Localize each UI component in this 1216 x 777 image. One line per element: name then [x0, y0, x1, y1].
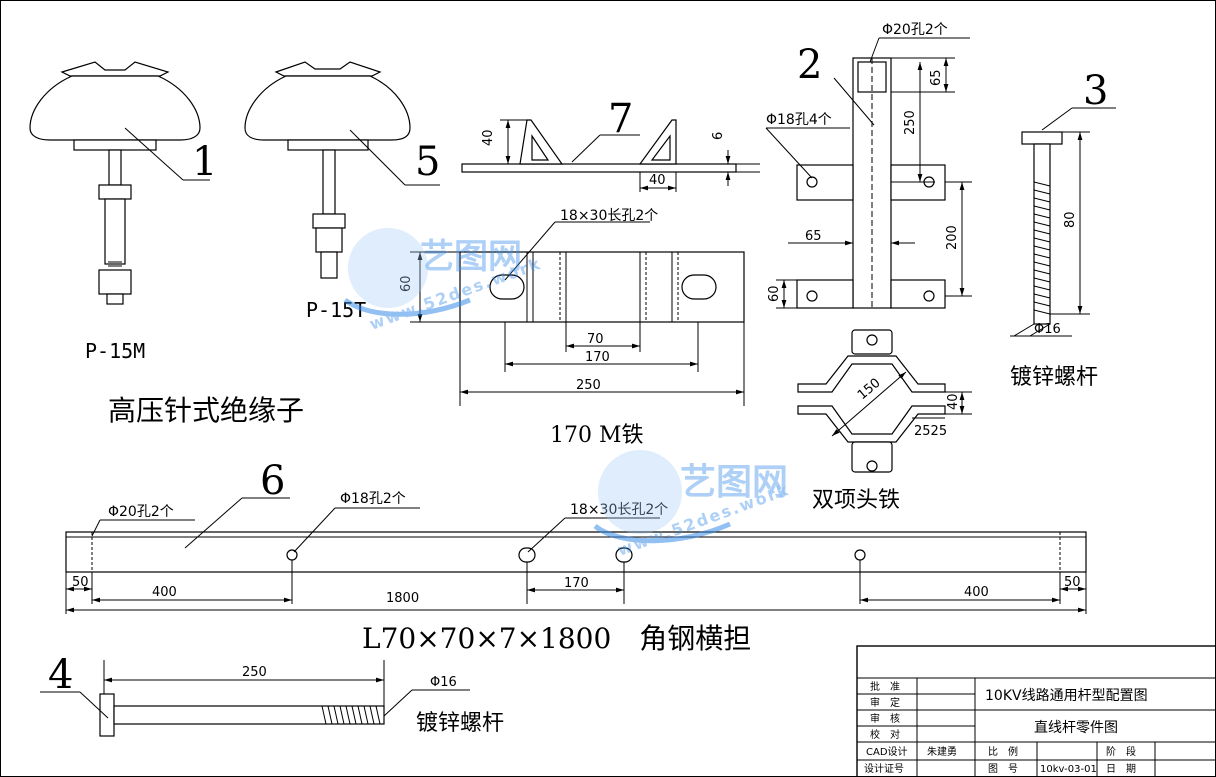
title-block: 批 准 审 定 审 核 校 对 CAD设计 设计证号 朱建勇 10KV线路通用杆… — [856, 645, 1216, 777]
tb-date-label: 日 期 — [1106, 763, 1136, 775]
crossarm-hole18: Φ18孔2个 — [340, 491, 406, 507]
tb-project: 10KV线路通用杆型配置图 — [985, 688, 1148, 704]
tb-row-check: 校 对 — [870, 728, 900, 741]
double-clamp: 150 40 2525 双项头铁 — [797, 329, 972, 513]
model-p15t: P-15T — [306, 298, 366, 322]
m-iron-dim-60: 60 — [399, 275, 414, 292]
insulator-p15t: 5 P-15T — [244, 61, 440, 322]
m-iron-dim-70: 70 — [587, 332, 604, 347]
watermark-2-text: 艺图网 — [680, 462, 788, 503]
model-p15m: P-15M — [85, 339, 145, 363]
m-iron-dim-250: 250 — [576, 378, 601, 393]
m-iron-caption: 170 M铁 — [550, 423, 644, 448]
frame-dim-250: 250 — [903, 110, 918, 135]
tb-scale-label: 比 例 — [988, 745, 1018, 758]
tb-drawing-name: 直线杆零件图 — [1034, 719, 1118, 736]
bolt3-caption: 镀锌螺杆 — [1010, 365, 1098, 390]
frame-hole18-note: Φ18孔4个 — [766, 112, 832, 128]
frame-dim-65b: 65 — [805, 229, 822, 244]
clamp-dim-40: 40 — [946, 393, 961, 410]
bolt4-dia: Φ16 — [430, 675, 457, 690]
frame-hole20-note: Φ20孔2个 — [882, 22, 948, 38]
tb-number-value: 10kv-03-01 — [1040, 764, 1097, 775]
tb-number-label: 图 号 — [988, 763, 1018, 775]
frame-dim-65a: 65 — [929, 69, 944, 86]
m-iron: 18×30长孔2个 60 70 170 250 170 M铁 — [399, 208, 745, 448]
bolt4-caption: 镀锌螺杆 — [416, 711, 504, 736]
label-1: 1 — [192, 139, 217, 185]
frame-2: Φ20孔2个 Φ18孔4个 65 250 65 200 60 2 — [765, 22, 972, 309]
bracket-dim-40h: 40 — [481, 129, 496, 146]
label-5: 5 — [415, 139, 440, 185]
tb-row-cad: CAD设计 — [866, 745, 908, 758]
clamp-caption: 双项头铁 — [812, 488, 900, 513]
crossarm-d50a: 50 — [72, 575, 89, 590]
bolt3-dim-80: 80 — [1063, 211, 1078, 228]
bracket-dim-40w: 40 — [649, 173, 666, 188]
frame-dim-200: 200 — [945, 225, 960, 250]
frame-dim-60: 60 — [767, 285, 782, 302]
crossarm-caption: L70×70×7×1800 角钢横担 — [362, 622, 751, 655]
crossarm-d400b: 400 — [964, 585, 989, 600]
label-2: 2 — [797, 42, 822, 88]
tb-row-verify: 审 定 — [870, 696, 900, 709]
cross-arm-6: Φ20孔2个 6 Φ18孔2个 18×30长孔2个 50 400 170 180… — [65, 458, 1087, 655]
insulator-caption: 高压针式绝缘子 — [108, 394, 304, 427]
m-iron-dim-170: 170 — [585, 350, 610, 365]
label-6: 6 — [260, 458, 285, 504]
crossarm-d1800: 1800 — [386, 591, 419, 606]
bracket-dim-6: 6 — [711, 132, 726, 140]
bracket-7: 40 40 6 7 — [461, 96, 760, 192]
label-3: 3 — [1083, 68, 1108, 114]
crossarm-d400a: 400 — [152, 585, 177, 600]
bolt3-dia: Φ16 — [1034, 322, 1061, 337]
tb-stage-label: 阶 段 — [1106, 745, 1136, 758]
crossarm-d170: 170 — [564, 576, 589, 591]
label-4: 4 — [48, 652, 73, 698]
m-iron-slot-note: 18×30长孔2个 — [560, 208, 658, 224]
crossarm-d50b: 50 — [1064, 575, 1081, 590]
tb-row-approve: 批 准 — [870, 680, 900, 693]
label-7: 7 — [608, 96, 633, 142]
tb-row-review: 审 核 — [870, 712, 900, 725]
bolt-3: 80 3 Φ16 镀锌螺杆 — [1010, 68, 1116, 390]
crossarm-hole20: Φ20孔2个 — [108, 504, 174, 520]
tb-cad-designer: 朱建勇 — [927, 745, 957, 758]
insulator-p15m: 1 P-15M — [29, 61, 217, 363]
bolt4-dim-250: 250 — [242, 665, 267, 680]
watermark-1-text: 艺图网 — [420, 237, 522, 277]
clamp-dim-150: 150 — [855, 376, 884, 403]
bolt-4: 250 4 Φ16 镀锌螺杆 — [40, 652, 504, 737]
clamp-dim-2525: 2525 — [914, 424, 947, 439]
crossarm-slot: 18×30长孔2个 — [570, 502, 668, 518]
tb-row-cert: 设计证号 — [864, 762, 904, 775]
